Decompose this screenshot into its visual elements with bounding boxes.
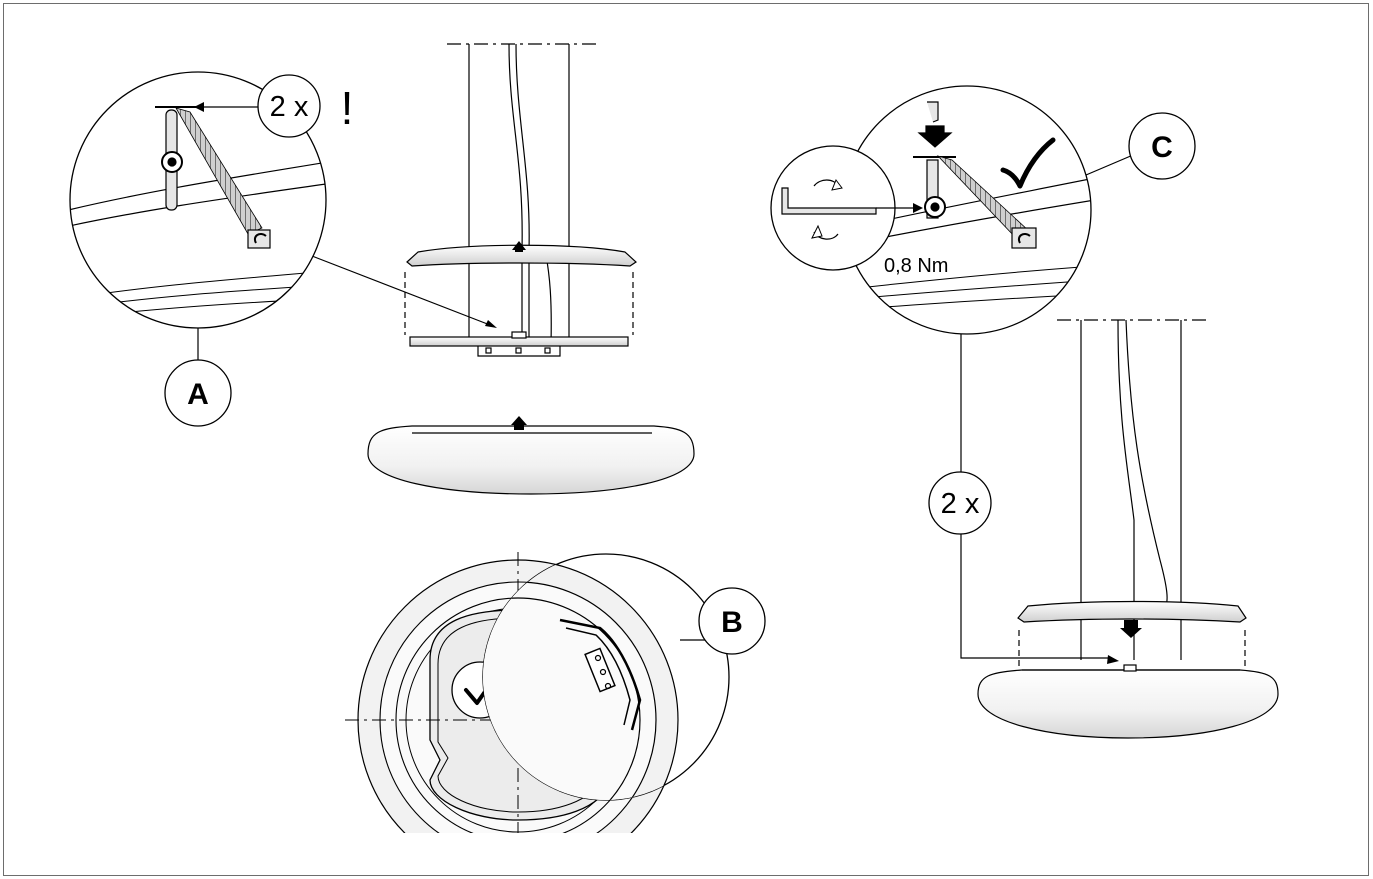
- detail-b: B: [482, 553, 766, 801]
- spring-anchor: [247, 229, 271, 249]
- driver-box: [477, 346, 561, 357]
- callout-b-circle: [698, 587, 766, 655]
- multiplier-label-c: 2 x: [941, 488, 980, 520]
- detail-c: 0,8 Nm C: [770, 85, 1196, 335]
- callout-c-label: C: [1151, 131, 1173, 164]
- hex-key-top: [927, 101, 939, 123]
- canopy-plate-r: [1017, 600, 1247, 623]
- leader-line-c: [960, 334, 1112, 659]
- check-icon-c: [1000, 137, 1056, 189]
- figure-frame: [3, 3, 1369, 876]
- multiplier-bubble-c: [928, 471, 992, 535]
- spring-anchor-c: [1011, 227, 1037, 249]
- center-pendant-assembly: [311, 43, 695, 495]
- down-arrow-icon-r: [1120, 628, 1142, 638]
- tension-spring: [175, 107, 263, 235]
- up-arrow-icon-2: [511, 416, 527, 425]
- detail-a: 2 x ! A: [69, 71, 354, 427]
- down-arrow-icon: [917, 125, 953, 148]
- callout-c-circle: [1128, 112, 1196, 180]
- callout-b-label: B: [721, 606, 743, 639]
- power-cord-r: [1117, 319, 1135, 660]
- diffuser-dome-r: [977, 669, 1279, 739]
- mounting-slot-c: [926, 159, 939, 219]
- diffuser-dome: [367, 425, 695, 495]
- leader-line-a: [311, 255, 491, 326]
- power-cord: [508, 43, 523, 344]
- torque-value: 0,8 Nm: [884, 255, 948, 277]
- spring-hook: [511, 331, 527, 339]
- multiplier-label-a: 2 x: [270, 91, 309, 123]
- right-pendant-assembly: [960, 319, 1279, 739]
- callout-a-circle: [164, 359, 232, 427]
- warning-mark: !: [341, 82, 354, 134]
- callout-a-label: A: [187, 378, 209, 411]
- multiplier-bubble-a: [257, 74, 321, 138]
- canopy-plate: [406, 244, 637, 267]
- arrow-left-icon: [194, 102, 204, 112]
